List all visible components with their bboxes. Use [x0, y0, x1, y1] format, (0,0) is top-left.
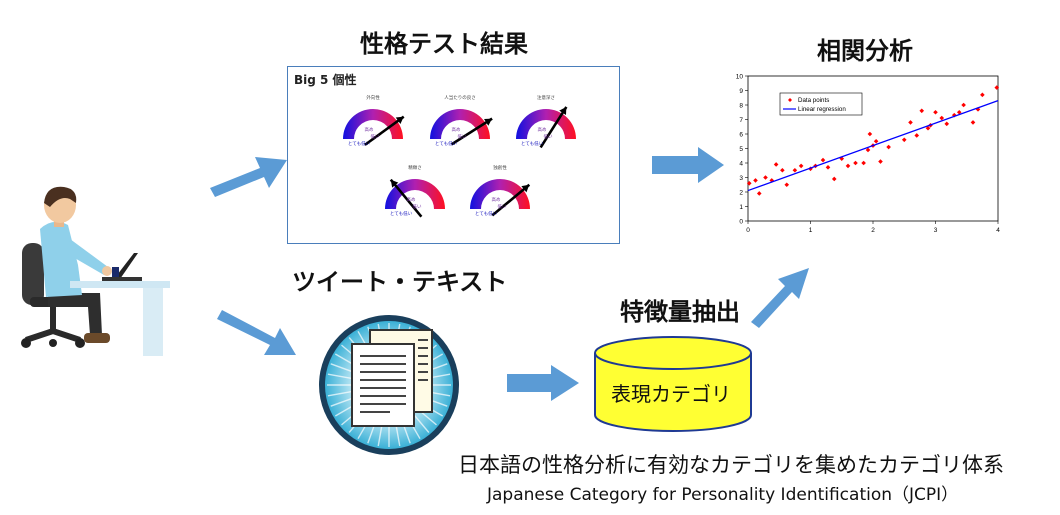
x-tick-label: 0: [746, 227, 750, 234]
legend-label-points: Data points: [798, 97, 829, 104]
gauge-high-label: 高め: [537, 128, 547, 133]
gauge: [430, 109, 493, 146]
gauge-needle-head: [484, 118, 493, 126]
gauge-needle: [539, 106, 568, 149]
y-tick-label: 6: [739, 132, 743, 139]
correlation-title: 相関分析: [817, 37, 913, 65]
gauge-very-low-label: とても低い: [474, 212, 498, 217]
gauge-low-label: 低い: [457, 135, 467, 140]
y-tick-label: 2: [739, 190, 743, 197]
gauge-low-label: 低い: [370, 135, 380, 140]
x-tick-label: 1: [809, 227, 813, 234]
document-icon: [319, 315, 459, 455]
y-tick-label: 5: [739, 146, 743, 153]
gauge-label: 精緻さ: [408, 166, 422, 171]
y-tick-label: 8: [739, 103, 743, 110]
caption-english: Japanese Category for Personality Identi…: [487, 485, 959, 505]
gauge-very-low-label: とても低い: [389, 212, 413, 217]
gauge-low-label: 低い: [412, 205, 422, 210]
feature-extraction-title: 特徴量抽出: [620, 298, 740, 326]
gauge-very-low-label: とても低い: [434, 142, 458, 147]
gauge-label: 人当たりの良さ: [444, 96, 476, 101]
x-tick-label: 2: [871, 227, 875, 234]
y-tick-label: 1: [739, 204, 743, 211]
gauge-arc: [470, 179, 530, 209]
category-label: 表現カテゴリ: [611, 382, 731, 406]
gauge-low-label: 低い: [543, 135, 553, 140]
personality-result-panel: Big 5 個性 外向性高め低いとても低い人当たりの良さ高め低いとても低い注意深…: [287, 66, 620, 244]
panel-title: Big 5 個性: [294, 73, 357, 87]
y-tick-label: 0: [739, 219, 743, 226]
legend-label-line: Linear regression: [798, 106, 846, 113]
gauge-high-label: 高め: [491, 198, 501, 203]
arrow-person-to-result: [210, 157, 287, 197]
arrow-tweet-to-category: [507, 365, 579, 401]
gauge-very-low-label: とても低い: [347, 142, 371, 147]
gauge-needle: [389, 178, 423, 218]
gauge-needle: [364, 115, 405, 146]
legend-marker-points: [788, 98, 792, 102]
gauge-low-label: 低い: [497, 205, 507, 210]
gauge-label: 注意深さ: [537, 96, 555, 101]
y-tick-label: 4: [739, 161, 743, 168]
gauge-needle-head: [395, 116, 404, 125]
plot-area: [747, 75, 999, 222]
gauge-arc: [385, 179, 445, 209]
personality-result-title: 性格テスト結果: [360, 30, 528, 58]
category-database-cylinder: [594, 336, 752, 432]
regression-line: [747, 100, 999, 192]
gauge-high-label: 高め: [406, 198, 416, 203]
gauge-arc: [343, 109, 403, 139]
person-at-desk-illustration: [21, 186, 170, 356]
gauge-label: 独創性: [493, 166, 507, 171]
gauge-needle-head: [390, 179, 399, 188]
arrow-feature-to-correlation: [751, 268, 809, 328]
y-tick-label: 10: [736, 74, 744, 81]
arrow-person-to-tweet: [217, 310, 296, 355]
gauge: [516, 106, 576, 149]
gauges-group: [343, 106, 576, 218]
y-tick-label: 9: [739, 88, 743, 95]
y-tick-label: 7: [739, 117, 743, 124]
x-tick-label: 3: [934, 227, 938, 234]
gauge-high-label: 高め: [364, 128, 374, 133]
gauge-arc: [430, 109, 490, 139]
y-tick-label: 3: [739, 175, 743, 182]
arrow-result-to-correlation: [652, 147, 724, 183]
legend-box: [779, 92, 863, 116]
gauge-needle-head: [521, 184, 530, 193]
gauge-needle-head: [559, 106, 567, 115]
gauge: [343, 109, 405, 146]
caption-japanese: 日本語の性格分析に有効なカテゴリを集めたカテゴリ体系: [458, 453, 1004, 477]
gauge: [385, 178, 445, 218]
gauge-needle: [491, 183, 531, 217]
gauge-high-label: 高め: [451, 128, 461, 133]
gauge-needle: [450, 117, 493, 146]
gauge-very-low-label: とても低い: [520, 142, 544, 147]
gauge-label: 外向性: [366, 96, 380, 101]
gauge: [470, 179, 531, 217]
tweet-text-title: ツイート・テキスト: [292, 268, 508, 296]
x-tick-label: 4: [996, 227, 1000, 234]
